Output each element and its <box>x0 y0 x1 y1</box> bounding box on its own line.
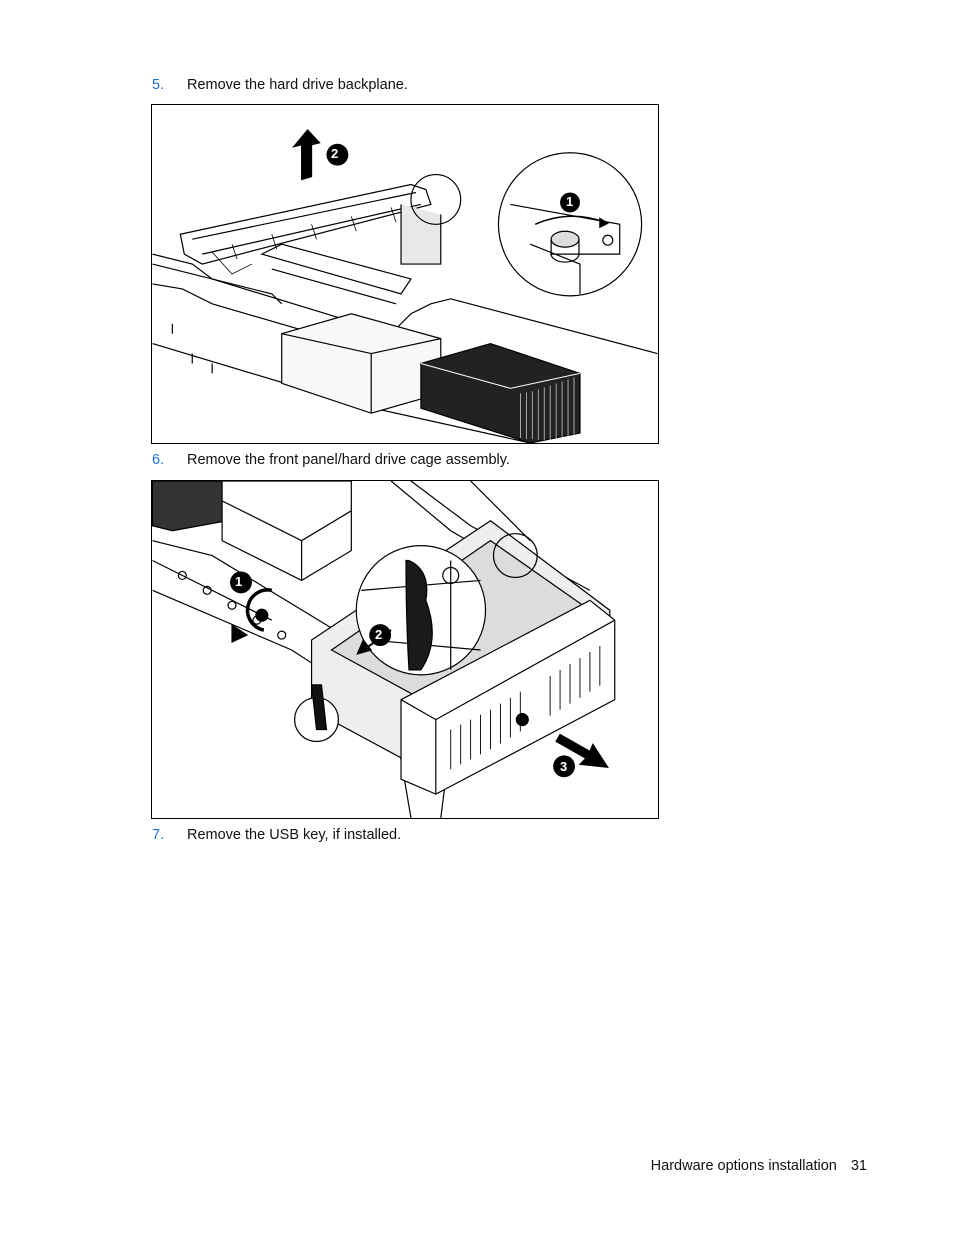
backplane-removal-figure: 1 2 <box>151 104 659 444</box>
step-text: Remove the USB key, if installed. <box>187 827 402 843</box>
step-text: Remove the front panel/hard drive cage a… <box>187 452 510 468</box>
callout-3: 3 <box>560 759 568 774</box>
callout-1: 1 <box>235 574 243 589</box>
step-number: 7. <box>152 827 165 843</box>
step-number: 6. <box>152 452 165 468</box>
callout-1: 1 <box>566 194 574 209</box>
step-text: Remove the hard drive backplane. <box>187 77 408 93</box>
step-number: 5. <box>152 77 165 93</box>
callout-2: 2 <box>375 627 383 642</box>
drive-cage-removal-figure: 1 2 3 <box>151 480 659 819</box>
callout-2: 2 <box>331 146 339 161</box>
step-5: 5. Remove the hard drive backplane. <box>152 76 408 94</box>
step-6: 6. Remove the front panel/hard drive cage… <box>152 451 510 469</box>
page-number: 31 <box>850 1158 867 1174</box>
footer-section-title: Hardware options installation <box>650 1158 837 1174</box>
page-footer: Hardware options installation 31 <box>651 1158 867 1174</box>
step-7: 7. Remove the USB key, if installed. <box>152 826 401 844</box>
